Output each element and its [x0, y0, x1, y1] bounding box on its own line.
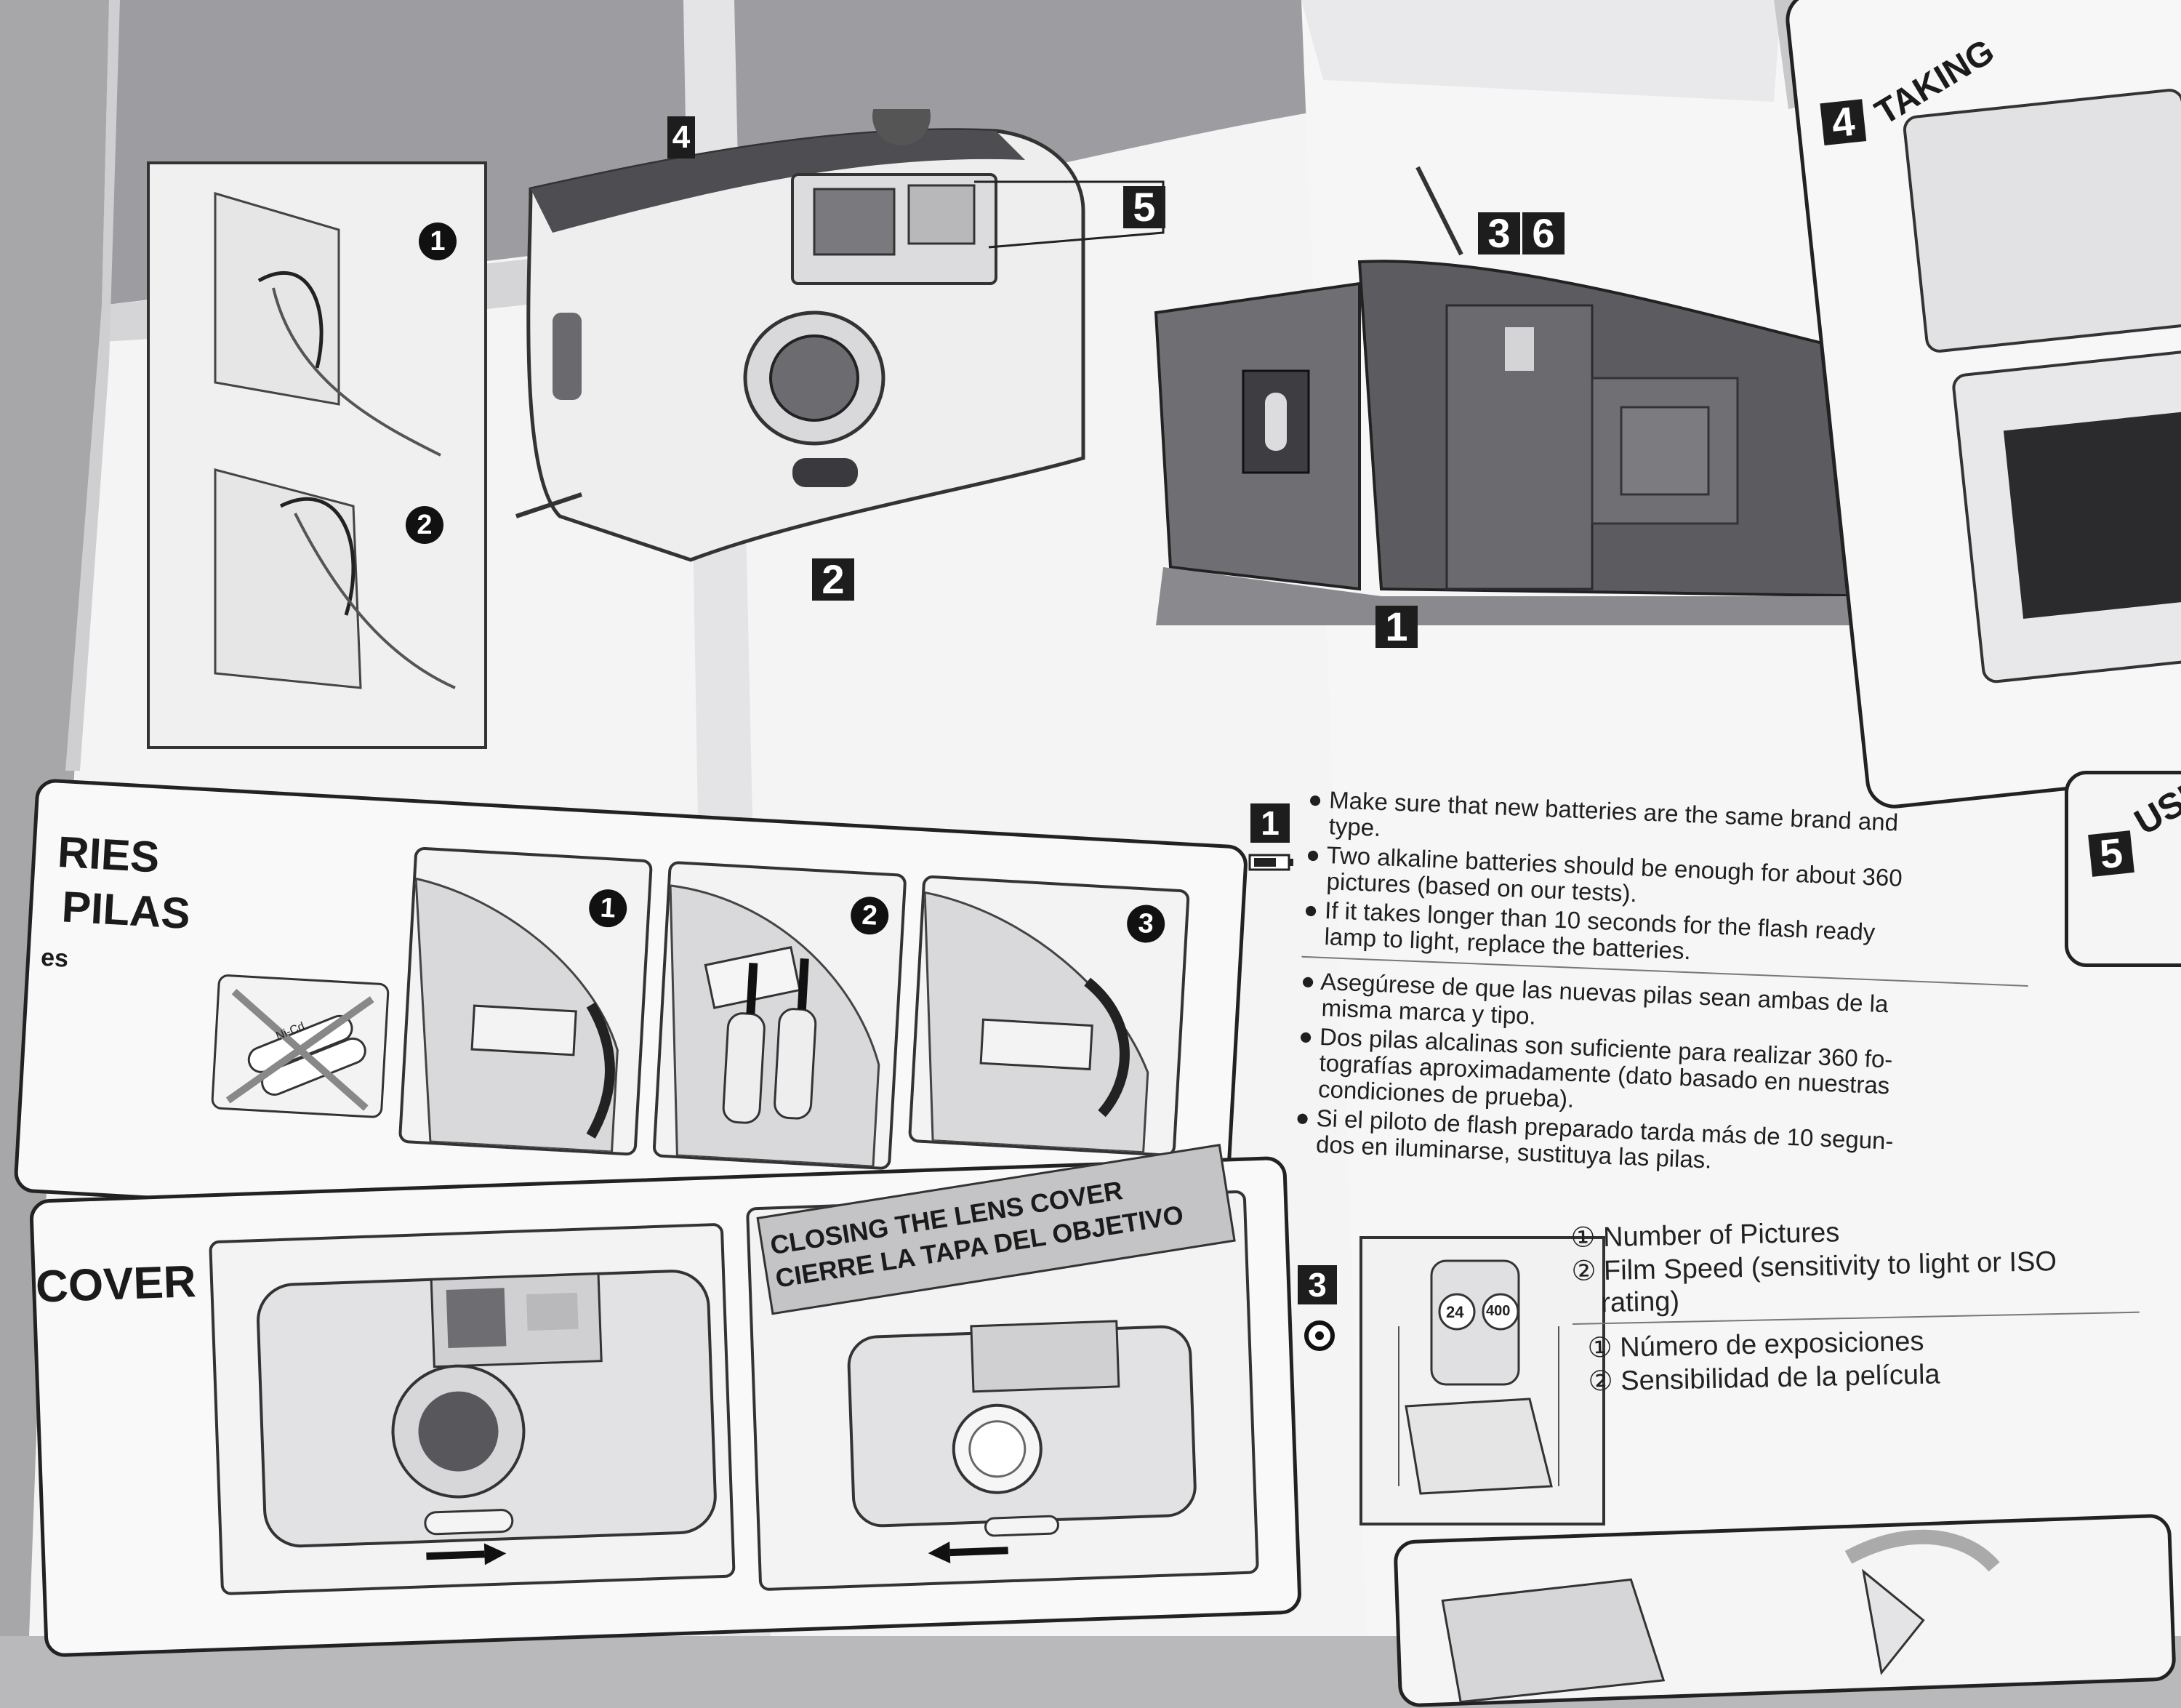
strap-drawing: [214, 191, 456, 689]
batteries-heading-en: RIES: [56, 827, 161, 882]
taking-section-number: 4: [1820, 98, 1867, 146]
step-circle-1: 1: [419, 222, 457, 260]
battery-icon: [1248, 854, 1293, 871]
taking-illustration-2: [1951, 347, 2181, 685]
camera-back-illustration: [1154, 166, 1934, 625]
battery-step-2-drawing: [669, 884, 880, 1168]
nicd-warning-panel: Ni-Cd: [210, 974, 390, 1119]
lens-cover-heading: COVER: [34, 1256, 197, 1312]
opening-cover-drawing: [257, 1270, 717, 1565]
nicd-crossed-batteries: [225, 988, 374, 1111]
film-count-label: 24: [1446, 1303, 1464, 1321]
lens-cover-section-box: COVER CLOSING THE LENS COVER CIERRE LA T…: [29, 1144, 1302, 1658]
battery-step-3-drawing: [923, 891, 1149, 1154]
battery-step-3-panel: 3: [907, 875, 1190, 1158]
callout-3: 3: [1478, 212, 1520, 254]
note3-en-line-1: ① Number of Pictures: [1570, 1217, 1840, 1254]
note3-number: 3: [1298, 1265, 1337, 1304]
film-loading-panel: [1393, 1513, 2177, 1708]
callout-2: 2: [812, 558, 854, 601]
callout-4-partial: 4: [667, 116, 695, 159]
note3-es-line-2: ② Sensibilidad de la película: [1588, 1359, 1941, 1398]
battery-step-2-panel: 2: [652, 860, 907, 1171]
batteries-subheading: es: [40, 943, 70, 973]
closing-cover-drawing: [847, 1320, 1197, 1564]
film-iso-label: 400: [1486, 1303, 1511, 1319]
using-heading: USI: [2127, 777, 2181, 843]
callout-6: 6: [1522, 212, 1565, 254]
note3-en-line-3: rating): [1600, 1286, 1680, 1319]
note3-text-block: ① Number of Pictures ② Film Speed (sensi…: [1570, 1209, 2156, 1411]
film-canister-drawing: [1398, 1259, 1559, 1495]
using-section-tab: 5 USI: [2065, 771, 2181, 967]
batteries-heading-es: PILAS: [60, 882, 192, 939]
opening-cover-panel: [209, 1222, 736, 1596]
film-loading-drawing: [1441, 1529, 2000, 1704]
batteries-section-box: RIES PILAS es Ni-Cd 1: [13, 778, 1249, 1260]
note1-number: 1: [1250, 803, 1290, 843]
battery-step-1-panel: 1: [398, 846, 654, 1156]
callout-5: 5: [1123, 186, 1165, 228]
film-speed-icon: [1304, 1320, 1335, 1351]
callout-5-leaders: [974, 180, 1165, 249]
camera-front-illustration: [515, 109, 1085, 562]
battery-step-1-drawing: [414, 877, 619, 1153]
taking-illustration-1: [1901, 87, 2181, 354]
callout-1: 1: [1375, 606, 1418, 648]
film-canister-panel: 24 400: [1359, 1236, 1605, 1525]
closing-cover-panel: CLOSING THE LENS COVER CIERRE LA TAPA DE…: [745, 1144, 1259, 1592]
strap-illustration-frame: 1 2: [147, 161, 487, 749]
step-circle-2: 2: [406, 506, 443, 544]
note1-text-block: ● Make sure that new batteries are the s…: [1291, 785, 2108, 1246]
note1-en-line-2: type.: [1328, 812, 1382, 842]
viewfinder-photo: [2003, 408, 2181, 619]
